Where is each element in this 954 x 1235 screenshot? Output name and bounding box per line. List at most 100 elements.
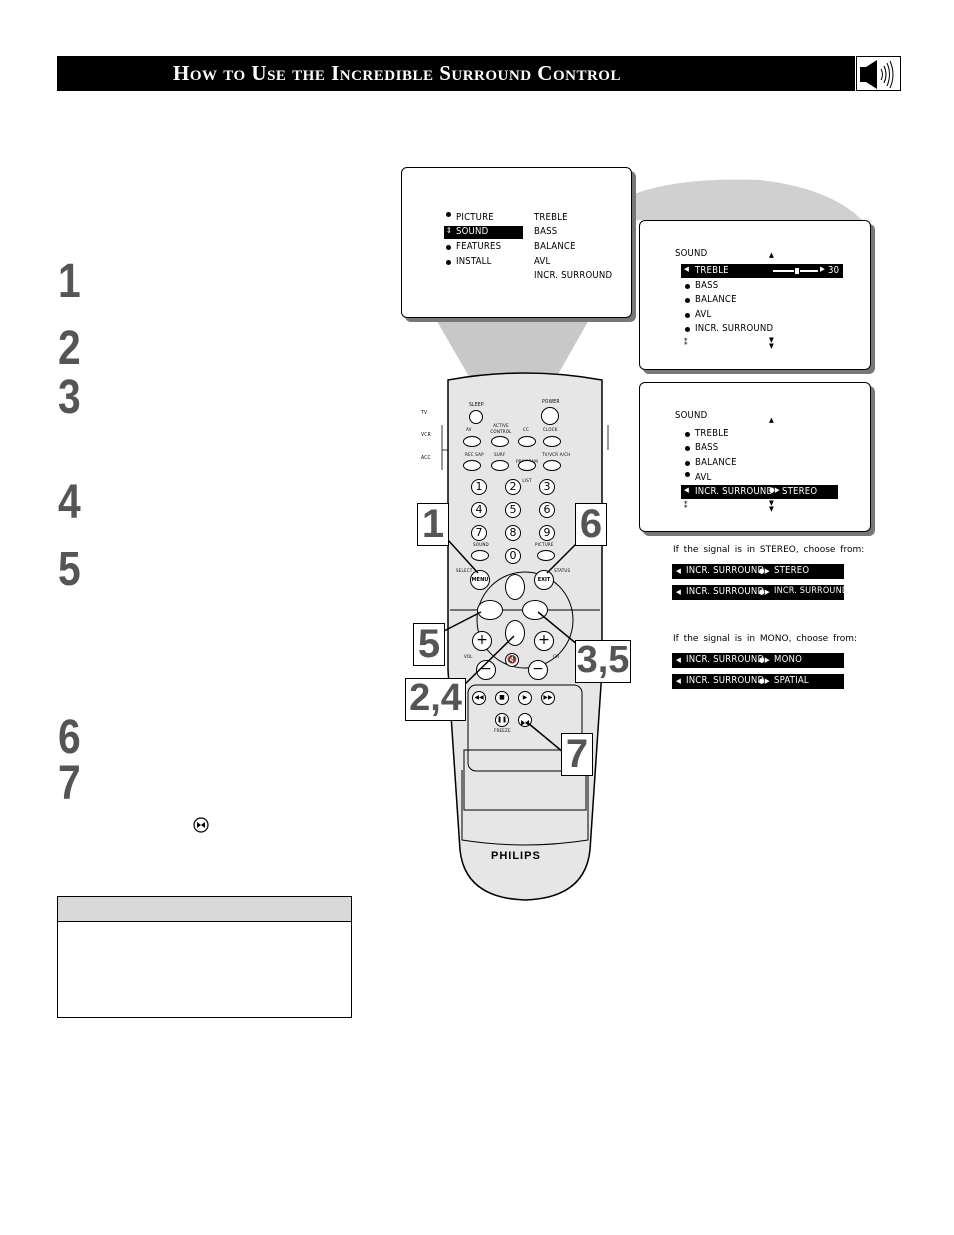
menu-item-install[interactable]: INSTALL — [456, 256, 492, 267]
hint-box-header — [58, 897, 351, 922]
digit-4-button[interactable]: 4 — [471, 502, 487, 518]
menu-button[interactable]: MENU — [470, 570, 490, 590]
callout-6: 6 — [575, 502, 607, 546]
left-arrow-icon: ◀ — [676, 656, 682, 664]
clock-button[interactable] — [543, 436, 561, 447]
active-control-label: ACTIVE CONTROL — [490, 424, 512, 435]
power-button[interactable] — [541, 407, 559, 425]
program-list-button[interactable] — [518, 460, 536, 471]
incr-surround-value: STEREO — [782, 486, 818, 497]
fast-forward-button[interactable]: ▶▶ — [541, 691, 555, 705]
sound-item-balance[interactable]: BALANCE — [695, 457, 737, 468]
channel-up-button[interactable]: + — [534, 631, 554, 651]
play-button[interactable]: ▶ — [518, 691, 532, 705]
option-label: INCR. SURROUND — [686, 565, 765, 576]
down-arrow-icon: ▼▼ — [769, 336, 775, 350]
volume-up-button[interactable]: + — [472, 631, 492, 651]
option-label: INCR. SURROUND — [686, 586, 765, 597]
option-label: INCR. SURROUND — [686, 675, 765, 686]
menu-item-sound[interactable]: SOUND — [456, 226, 489, 237]
sound-item-bass[interactable]: BASS — [695, 280, 719, 291]
mute-button[interactable]: 🔇 — [505, 653, 519, 667]
mono-caption: If the signal is in MONO, choose from: — [673, 634, 858, 644]
brand-logo: PHILIPS — [491, 850, 541, 862]
rec-sap-button[interactable] — [463, 460, 481, 471]
mode-label-acc: ACC — [421, 455, 431, 461]
menu-highlight[interactable]: ⇕ SOUND — [444, 226, 523, 239]
treble-highlight[interactable]: ◀ TREBLE ▶ 30 — [681, 264, 843, 278]
callout-label: 6 — [579, 502, 603, 546]
rec-sap-label: REC SAP — [465, 453, 484, 458]
sound-menu-title: SOUND — [675, 248, 708, 259]
up-arrow-icon: ▲ — [769, 251, 775, 259]
sound-button[interactable] — [471, 550, 489, 561]
option-value: INCR. SURROUND — [774, 586, 849, 596]
digit-8-button[interactable]: 8 — [505, 525, 521, 541]
digit-3-button[interactable]: 3 — [539, 479, 555, 495]
select-arrow-icon: ●▶ — [759, 656, 770, 664]
rewind-button[interactable]: ◀◀ — [472, 691, 486, 705]
stop-button[interactable]: ■ — [495, 691, 509, 705]
sound-item-bass[interactable]: BASS — [695, 442, 719, 453]
sound-item-treble[interactable]: TREBLE — [695, 428, 729, 439]
sound-item-avl[interactable]: AVL — [695, 309, 712, 320]
callout-2-4: 2,4 — [405, 677, 466, 721]
cursor-up-button[interactable] — [505, 574, 525, 600]
step-number-3: 3 — [58, 371, 81, 424]
tvvcr-button[interactable] — [543, 460, 561, 471]
sleep-button[interactable] — [469, 410, 483, 424]
step-number-6: 6 — [58, 711, 81, 764]
vol-label: VOL — [464, 655, 473, 660]
digit-2-button[interactable]: 2 — [505, 479, 521, 495]
select-arrow-icon: ●▶ — [759, 588, 770, 596]
callout-5: 5 — [413, 622, 445, 666]
digit-1-button[interactable]: 1 — [471, 479, 487, 495]
cursor-left-button[interactable] — [477, 600, 503, 620]
menu-bullet — [685, 313, 690, 318]
sound-item-avl[interactable]: AVL — [695, 472, 712, 483]
picture-button[interactable] — [537, 550, 555, 561]
active-control-button[interactable] — [491, 436, 509, 447]
mode-label-vcr: VCR — [421, 432, 431, 438]
mono-option-mono: ◀ INCR. SURROUND ●▶ MONO — [672, 653, 844, 668]
left-arrow-icon: ◀ — [684, 265, 690, 273]
status-label: STATUS — [554, 569, 571, 574]
incr-surround-highlight[interactable]: ◀ INCR. SURROUND ●▶ STEREO — [681, 485, 838, 499]
surf-button[interactable] — [491, 460, 509, 471]
channel-down-button[interactable]: − — [528, 660, 548, 680]
menu-item-features[interactable]: FEATURES — [456, 241, 502, 252]
digit-9-button[interactable]: 9 — [539, 525, 555, 541]
pause-button[interactable]: ❚❚ — [495, 713, 509, 727]
digit-7-button[interactable]: 7 — [471, 525, 487, 541]
menu-item-picture[interactable]: PICTURE — [456, 212, 494, 223]
callout-label: 3,5 — [576, 639, 630, 681]
submenu-avl: AVL — [534, 256, 551, 267]
step-number-7: 7 — [58, 757, 81, 810]
cc-button[interactable] — [518, 436, 536, 447]
volume-down-button[interactable]: − — [476, 660, 496, 680]
digit-6-button[interactable]: 6 — [539, 502, 555, 518]
power-label: POWER — [542, 399, 560, 405]
tvvcr-label: TV/VCR A/CH — [542, 453, 571, 458]
option-value: MONO — [774, 654, 803, 665]
treble-slider-thumb[interactable] — [794, 267, 800, 275]
menu-bullet — [685, 461, 690, 466]
digit-0-button[interactable]: 0 — [505, 548, 521, 564]
incr-surround-label: INCR. SURROUND — [695, 486, 774, 497]
freeze-label: FREEZE — [494, 729, 511, 734]
menu-bullet — [685, 472, 690, 477]
page-header: How to Use the Incredible Surround Contr… — [57, 56, 855, 91]
digit-5-button[interactable]: 5 — [505, 502, 521, 518]
submenu-bass: BASS — [534, 226, 558, 237]
exit-button[interactable]: EXIT — [534, 570, 554, 590]
callout-1: 1 — [417, 502, 449, 546]
step-number-5: 5 — [58, 543, 81, 596]
stereo-option-stereo: ◀ INCR. SURROUND ●▶ STEREO — [672, 564, 844, 579]
scroll-icon: ⁑ — [684, 501, 688, 510]
sound-item-balance[interactable]: BALANCE — [695, 294, 737, 305]
left-arrow-icon: ◀ — [676, 588, 682, 596]
sound-item-incr-surround[interactable]: INCR. SURROUND — [695, 323, 774, 334]
av-button[interactable] — [463, 436, 481, 447]
sound-menu-treble: SOUND ▲ ◀ TREBLE ▶ 30 BASS BALANCE AVL I… — [639, 220, 871, 370]
stereo-option-incr-surround: ◀ INCR. SURROUND ●▶ INCR. SURROUND — [672, 585, 848, 600]
